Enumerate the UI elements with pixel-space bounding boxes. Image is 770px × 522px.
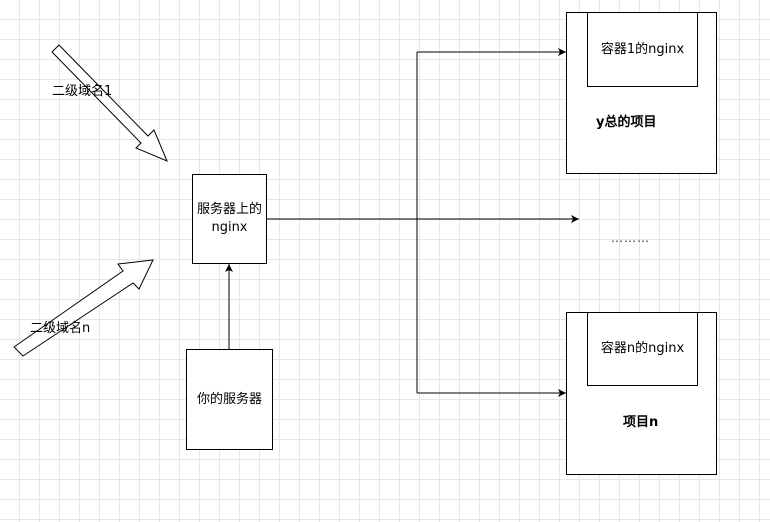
domain-n-arrow	[13, 259, 154, 357]
container-n-nginx-box[interactable]: 容器n的nginx	[587, 312, 698, 386]
container-1-nginx-box[interactable]: 容器1的nginx	[587, 12, 698, 87]
container-1-nginx-label: 容器1的nginx	[600, 41, 685, 57]
project-y-label: y总的项目	[596, 115, 657, 130]
server-nginx-label: 服务器上的nginx	[197, 202, 263, 235]
your-server-label: 你的服务器	[196, 391, 262, 407]
container-n-nginx-label: 容器n的nginx	[600, 341, 685, 356]
project-n-label: 项目n	[623, 415, 659, 430]
ellipsis-text: ………	[611, 231, 650, 245]
domain-n-label: 二级域名n	[30, 321, 91, 336]
domain-1-arrow	[51, 44, 168, 162]
your-server-box[interactable]: 你的服务器	[186, 349, 273, 450]
server-nginx-box[interactable]: 服务器上的nginx	[192, 174, 267, 264]
domain-1-label: 二级域名1	[52, 84, 113, 99]
